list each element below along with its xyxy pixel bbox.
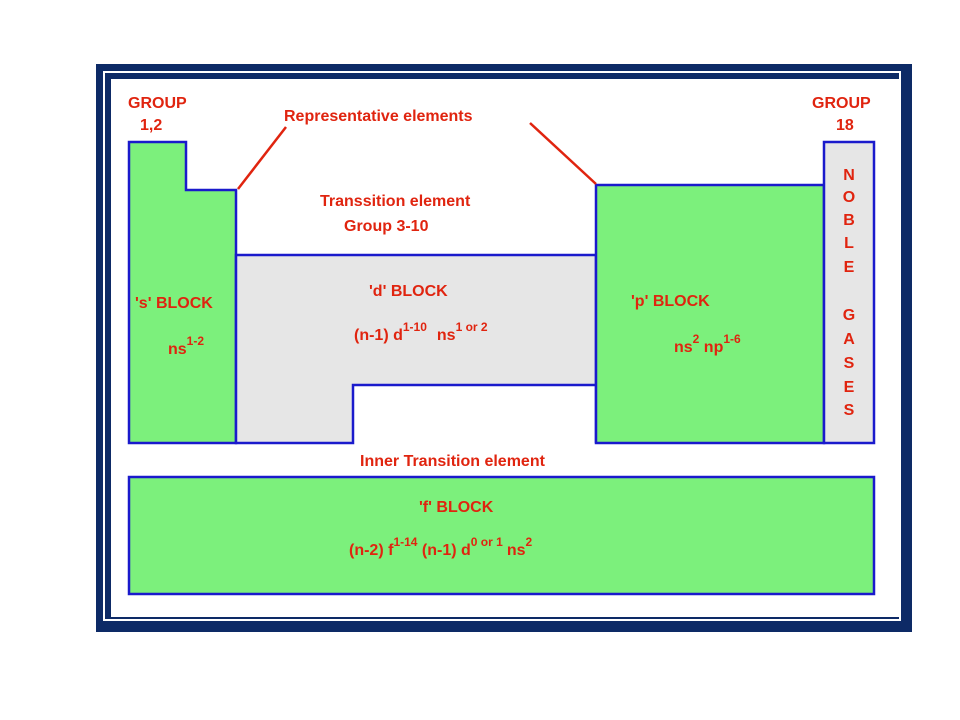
group-left-label-line1: GROUP bbox=[128, 95, 187, 112]
diagram-frame-line bbox=[103, 71, 901, 621]
representative-elements-label: Representative elements bbox=[284, 108, 473, 125]
noble-gases-shape bbox=[822, 140, 876, 445]
noble-letter: A bbox=[843, 331, 855, 348]
d-block-title: 'd' BLOCK bbox=[369, 283, 448, 300]
p-block-shape bbox=[594, 183, 826, 445]
f-block-shape bbox=[127, 475, 876, 596]
noble-letter: N bbox=[843, 167, 855, 184]
noble-letter: O bbox=[843, 189, 855, 206]
transition-element-label: Transsition element bbox=[320, 193, 471, 210]
s-block-title: 's' BLOCK bbox=[135, 295, 213, 312]
noble-letter: L bbox=[844, 235, 854, 252]
group-right-label-line1: GROUP bbox=[812, 95, 871, 112]
noble-letter: S bbox=[844, 355, 855, 372]
s-block-config: ns1-2 bbox=[168, 334, 204, 358]
f-block-title: 'f' BLOCK bbox=[419, 499, 494, 516]
noble-letter: S bbox=[844, 402, 855, 419]
transition-group-label: Group 3-10 bbox=[344, 218, 429, 235]
p-block-title: 'p' BLOCK bbox=[631, 293, 710, 310]
group-left-label-line2: 1,2 bbox=[140, 117, 162, 134]
noble-letter: E bbox=[844, 379, 855, 396]
noble-letter: E bbox=[844, 259, 855, 276]
noble-letter: G bbox=[843, 307, 855, 324]
noble-gases-label: N O B L E G A S E S bbox=[843, 167, 855, 419]
representative-pointer-left bbox=[237, 126, 287, 190]
p-block-config: ns2 np1-6 bbox=[674, 332, 741, 356]
inner-transition-label: Inner Transition element bbox=[360, 453, 546, 470]
s-block-shape bbox=[127, 140, 238, 445]
group-right-label-line2: 18 bbox=[836, 117, 854, 134]
representative-pointer-right bbox=[529, 122, 597, 185]
noble-letter: B bbox=[843, 212, 855, 229]
